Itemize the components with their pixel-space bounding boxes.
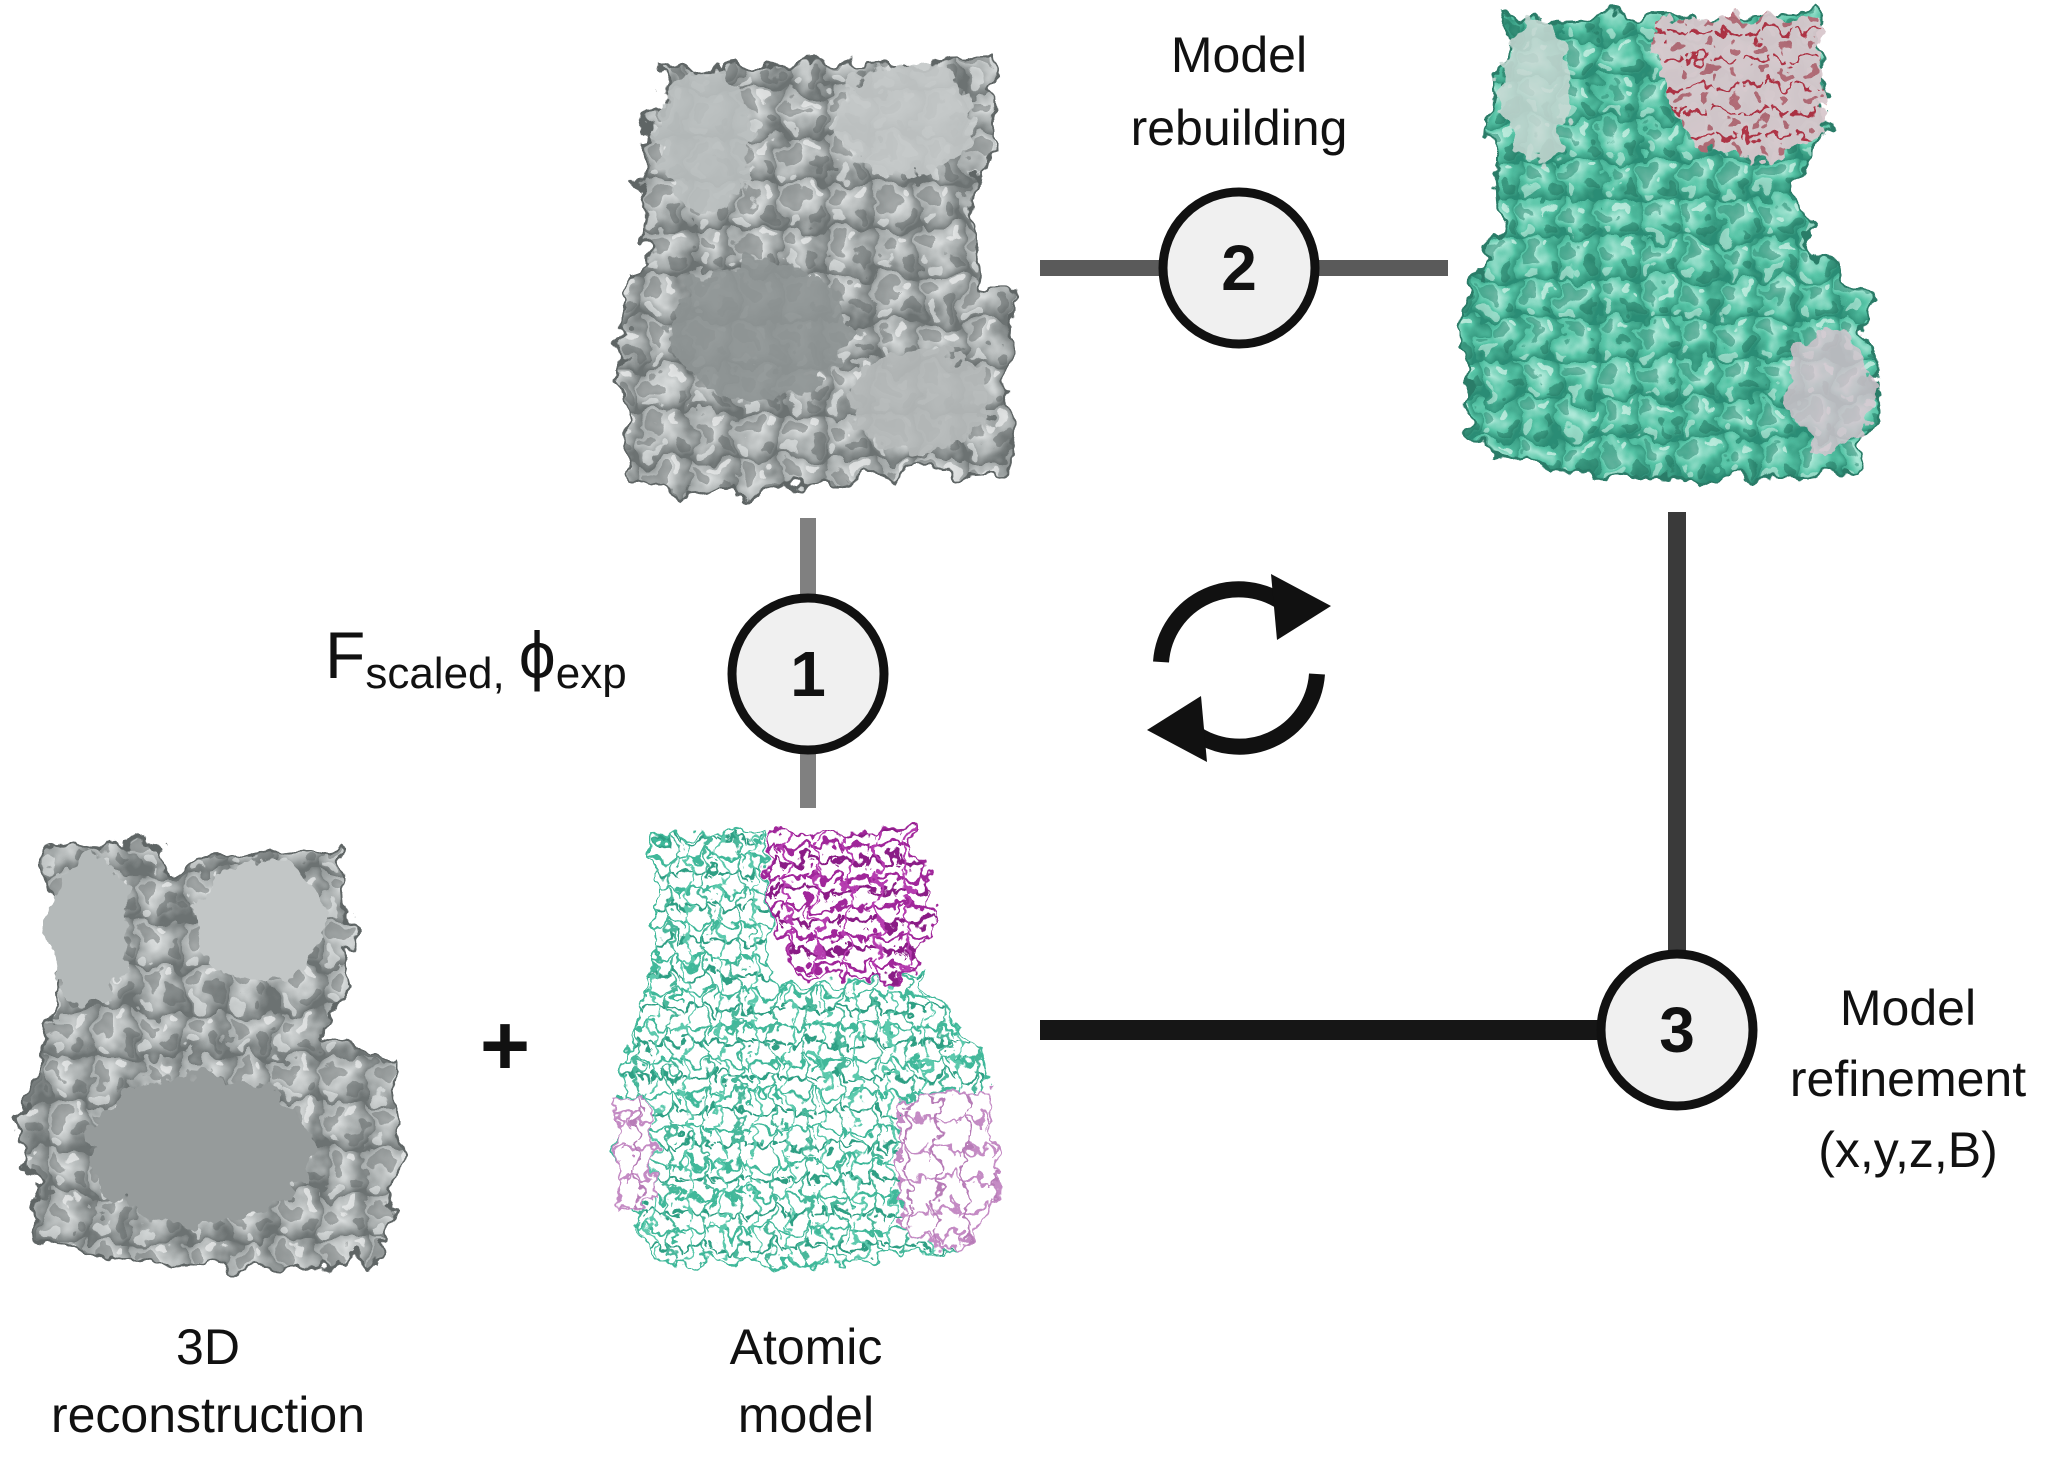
density-map-top xyxy=(618,58,1017,497)
reconstruction-3d-map xyxy=(18,838,402,1272)
formula-label: Fscaled, ϕexp xyxy=(325,618,627,698)
step-2-number: 2 xyxy=(1221,232,1257,304)
step-1-marker: 1 xyxy=(727,593,889,755)
refresh-cycle-icon xyxy=(1147,574,1331,762)
step-2-label-line1: Model xyxy=(1171,27,1307,83)
atomic-model-caption-line2: model xyxy=(738,1387,874,1443)
density-with-model-top-right xyxy=(1460,13,1882,482)
step-3-marker: 3 xyxy=(1596,949,1758,1111)
atomic-model-caption-line1: Atomic xyxy=(730,1319,883,1375)
atomic-model-ribbon xyxy=(613,828,1002,1267)
step-3-label-line2: refinement xyxy=(1790,1051,2026,1107)
step-3-number: 3 xyxy=(1659,994,1695,1066)
formula-phi: ϕ xyxy=(519,618,556,692)
formula-F: F xyxy=(325,618,365,692)
step-3-label-line1: Model xyxy=(1840,980,1976,1036)
reconstruction-caption-line2: reconstruction xyxy=(51,1387,365,1443)
step-2-marker: 2 xyxy=(1158,187,1320,349)
step-1-number: 1 xyxy=(790,638,826,710)
formula-F-subscript: scaled, xyxy=(365,649,504,698)
step-3-label-line3: (x,y,z,B) xyxy=(1818,1122,1998,1178)
step-2-label-line2: rebuilding xyxy=(1131,100,1348,156)
formula-phi-subscript: exp xyxy=(556,649,627,698)
plus-sign: + xyxy=(480,998,530,1094)
reconstruction-caption-line1: 3D xyxy=(176,1319,240,1375)
